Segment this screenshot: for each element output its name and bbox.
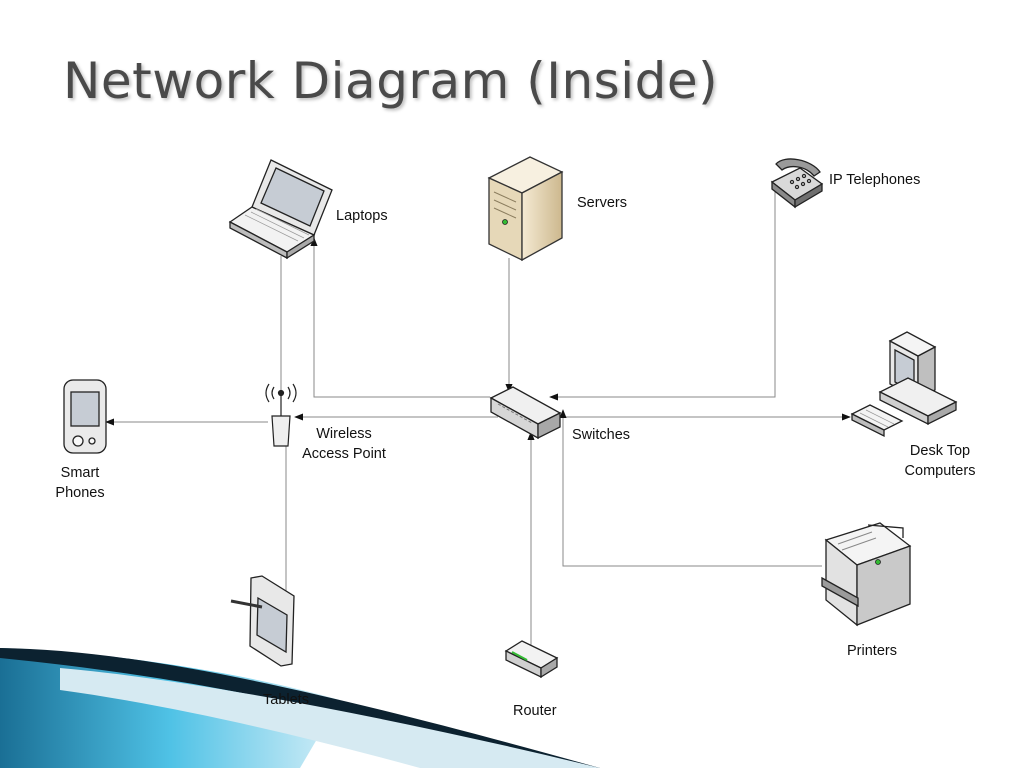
switches-label: Switches (572, 427, 631, 443)
corner-decoration (0, 648, 600, 768)
slide-title: Network Diagram (Inside) (63, 52, 719, 110)
wireless-access-point-icon (265, 383, 297, 447)
desktop-computer-icon (850, 331, 958, 438)
laptop-icon (228, 159, 333, 260)
tablet-icon (230, 575, 295, 667)
laptops-label: Laptops (336, 208, 388, 224)
wireless-access-point-label-line1: Wireless (316, 426, 372, 442)
servers-label: Servers (577, 195, 627, 211)
connector-phone-switch (549, 188, 776, 401)
server-icon (487, 156, 564, 262)
connector-switch-laptops (310, 237, 490, 398)
switch-icon (489, 386, 562, 440)
ip-telephone-icon (770, 158, 824, 209)
wireless-access-point-label-line2: Access Point (302, 446, 386, 462)
desk-top-computers-label-line1: Desk Top (909, 443, 971, 459)
desk-top-computers-label: Desk Top Computers (898, 441, 982, 481)
desk-top-computers-label-line2: Computers (904, 463, 976, 479)
router-label: Router (513, 703, 557, 719)
printer-icon (821, 522, 912, 627)
ip-telephones-label: IP Telephones (829, 172, 921, 188)
smart-phones-label-line1: Smart (60, 465, 100, 481)
smart-phones-label-line2: Phones (55, 485, 105, 501)
router-icon (504, 640, 559, 679)
tablets-label: Tablets (263, 692, 309, 708)
connector-printer-switch (559, 409, 822, 567)
printers-label: Printers (847, 643, 897, 659)
smart-phone-icon (63, 379, 107, 454)
connectors (105, 188, 851, 645)
wireless-access-point-label: Wireless Access Point (298, 424, 390, 464)
smart-phones-label: Smart Phones (52, 463, 108, 503)
